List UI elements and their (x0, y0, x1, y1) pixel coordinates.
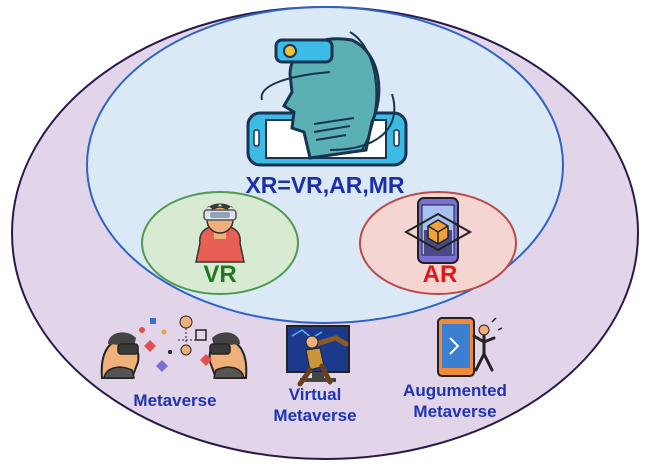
ar-phone-cube-icon (403, 197, 473, 264)
augmented-metaverse-label-line2: Metaverse (413, 402, 497, 421)
metaverse-people-icon (100, 315, 248, 379)
augmented-metaverse-label-line1: Augumented (403, 381, 507, 400)
xr-label: XR=VR,AR,MR (245, 172, 405, 198)
vr-label: VR (203, 261, 237, 288)
vr-user-icon (195, 203, 245, 263)
virtual-metaverse-label-line2: Metaverse (273, 406, 357, 425)
augmented-metaverse-label: Augumented Metaverse (375, 380, 535, 422)
augmented-metaverse-icon (437, 317, 503, 377)
metaverse-label: Metaverse (133, 391, 217, 410)
virtual-metaverse-label: Virtual Metaverse (235, 384, 395, 426)
virtual-metaverse-label-line1: Virtual (288, 385, 342, 404)
ar-label: AR (422, 261, 458, 288)
virtual-metaverse-icon (286, 325, 350, 387)
xr-headset-phone-icon (246, 31, 408, 167)
